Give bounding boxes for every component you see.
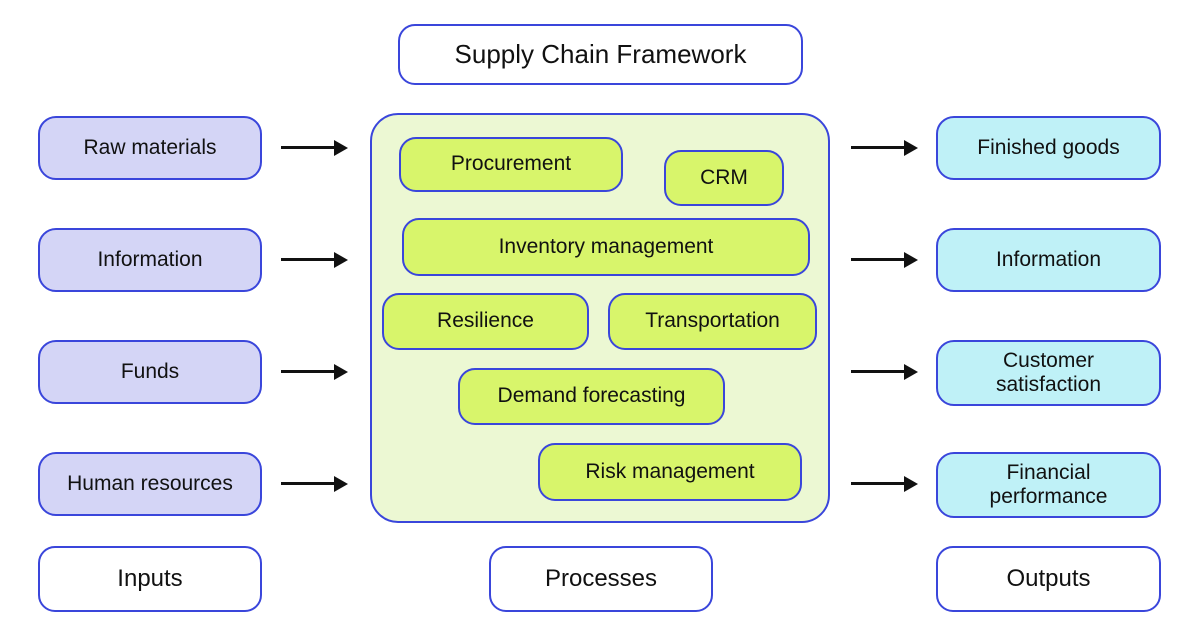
output-node-finished-goods: Finished goods	[936, 116, 1161, 180]
input-node-funds: Funds	[38, 340, 262, 404]
column-label-outputs: Outputs	[936, 546, 1161, 612]
process-node-risk-management: Risk management	[538, 443, 802, 501]
input-node-information: Information	[38, 228, 262, 292]
process-node-transportation: Transportation	[608, 293, 817, 350]
output-node-customer-satisfaction: Customer satisfaction	[936, 340, 1161, 406]
column-label-processes: Processes	[489, 546, 713, 612]
arrow-funds-to-processes	[281, 370, 334, 373]
column-label-inputs: Inputs	[38, 546, 262, 612]
arrow-processes-to-information	[851, 258, 904, 261]
input-node-human-resources: Human resources	[38, 452, 262, 516]
output-node-financial-performance: Financial performance	[936, 452, 1161, 518]
output-node-information: Information	[936, 228, 1161, 292]
diagram-title: Supply Chain Framework	[398, 24, 803, 85]
process-node-inventory-management: Inventory management	[402, 218, 810, 276]
arrow-processes-to-finished-goods	[851, 146, 904, 149]
arrow-processes-to-customer-satisfaction	[851, 370, 904, 373]
arrow-information-to-processes	[281, 258, 334, 261]
arrow-raw-materials-to-processes	[281, 146, 334, 149]
input-node-raw-materials: Raw materials	[38, 116, 262, 180]
process-node-crm: CRM	[664, 150, 784, 206]
process-node-resilience: Resilience	[382, 293, 589, 350]
arrow-processes-to-financial-performance	[851, 482, 904, 485]
process-node-procurement: Procurement	[399, 137, 623, 192]
arrow-human-resources-to-processes	[281, 482, 334, 485]
process-node-demand-forecasting: Demand forecasting	[458, 368, 725, 425]
